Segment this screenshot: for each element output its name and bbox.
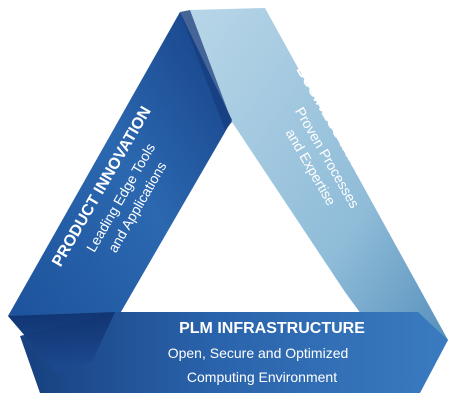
infrastructure-band — [20, 312, 448, 393]
corner-fold — [8, 312, 115, 372]
infrastructure-title: PLM INFRASTRUCTURE — [179, 320, 365, 337]
product-band — [8, 12, 232, 372]
business-band — [190, 8, 448, 392]
infrastructure-line1: Open, Secure and Optimized — [168, 345, 349, 361]
top-fold — [180, 10, 232, 130]
infrastructure-line2: Computing Environment — [187, 369, 337, 385]
